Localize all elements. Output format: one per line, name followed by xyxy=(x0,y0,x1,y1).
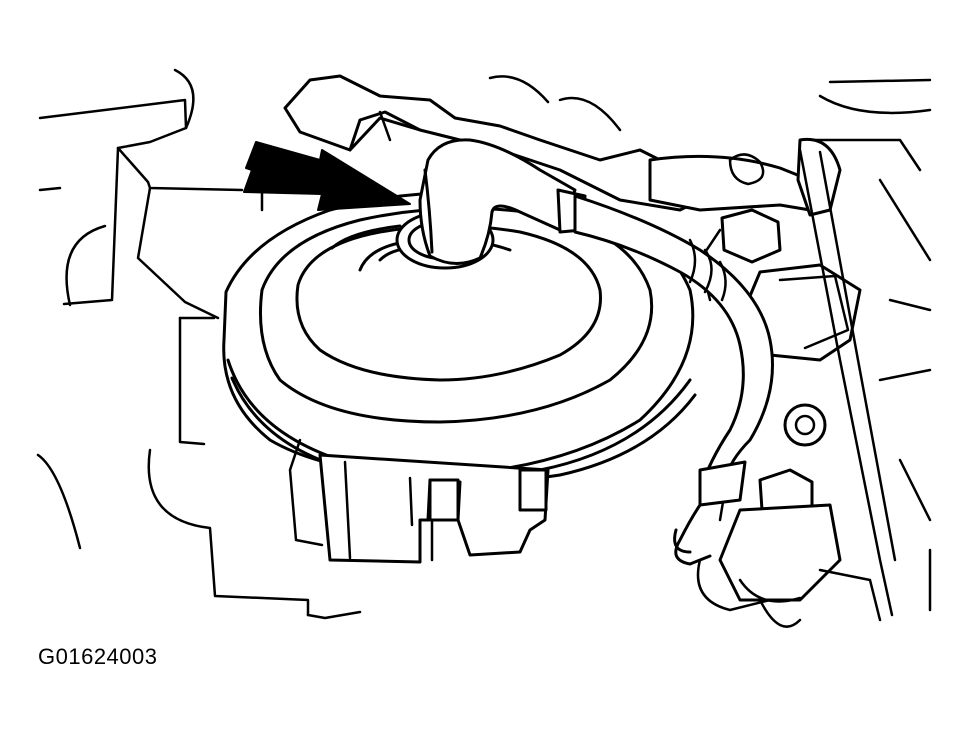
bolt-hole xyxy=(783,403,827,447)
hex-nut-upper xyxy=(720,208,782,264)
figure-id-label: G01624003 xyxy=(38,644,158,669)
valve-base xyxy=(288,438,550,564)
arrow-icon xyxy=(243,141,411,211)
right-tube-assembly xyxy=(648,137,897,628)
vacuum-hose xyxy=(418,138,774,566)
engine-background-outlines xyxy=(36,68,932,620)
